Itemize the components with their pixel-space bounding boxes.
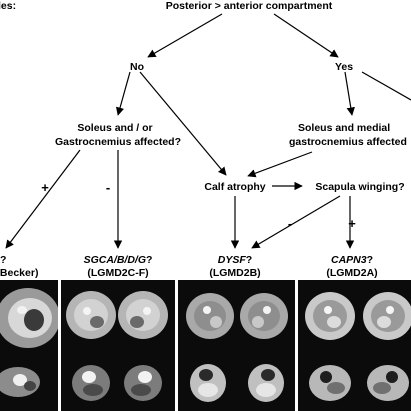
- plus-sign-right: +: [348, 216, 356, 231]
- arrow-yes-offscreen: [361, 71, 411, 101]
- arrows: [5, 13, 411, 249]
- root-question: Posterior > anterior compartment: [166, 0, 333, 12]
- top-left-fragment: les:: [0, 0, 16, 12]
- arrow-no-to-left-question: [115, 71, 131, 116]
- arrow-scapula-minus-to-dysf: [251, 195, 341, 249]
- arrow-root-to-no: [147, 13, 223, 58]
- outcome-becker-gene: ?: [0, 254, 6, 266]
- arrow-root-to-yes: [273, 13, 339, 58]
- outcome-sgca-gene: SGCA/B/D/G?: [84, 254, 153, 266]
- yes-label: Yes: [335, 61, 353, 73]
- no-label: No: [130, 61, 144, 73]
- mri-strip: [0, 280, 411, 411]
- left-question-line2: Gastrocnemius affected?: [55, 136, 181, 148]
- minus-sign-right: -: [288, 216, 292, 231]
- outcome-capn3-gene: CAPN3?: [331, 254, 373, 266]
- outcome-dysf-disease: (LGMD2B): [209, 267, 260, 279]
- mri-image: [186, 293, 288, 402]
- mri-panel-calpainopathy: [298, 280, 411, 411]
- mri-panel-sarcoglycanopathy: [61, 280, 175, 411]
- calf-atrophy-node: Calf atrophy: [204, 181, 265, 193]
- arrow-yes-to-right-question: [344, 71, 355, 116]
- minus-sign-left: -: [106, 180, 110, 195]
- outcome-becker-disease: /Becker): [0, 267, 38, 279]
- right-question-line2: gastrocnemius affected: [289, 136, 407, 148]
- mri-panel-dystrophinopathy: [0, 280, 58, 411]
- left-question-line1: Soleus and / or: [77, 122, 152, 134]
- outcome-sgca-disease: (LGMD2C-F): [87, 267, 148, 279]
- mri-image: [66, 291, 168, 401]
- outcome-dysf-gene: DYSF?: [218, 254, 252, 266]
- right-question-line1: Soleus and medial: [298, 122, 390, 134]
- scapula-winging-node: Scapula winging?: [315, 181, 404, 193]
- mri-image: [0, 288, 58, 397]
- decision-tree: les: Posterior > anterior compartment No…: [0, 0, 411, 279]
- mri-image: [305, 292, 411, 401]
- mri-panel-dysferlinopathy: [178, 280, 295, 411]
- arrow-no-to-calf-atrophy: [139, 71, 227, 176]
- outcome-capn3-disease: (LGMD2A): [326, 267, 377, 279]
- arrow-right-question-to-calf-atrophy: [247, 151, 313, 178]
- plus-sign-left: +: [41, 180, 49, 195]
- arrow-left-question-plus-to-becker: [5, 149, 81, 249]
